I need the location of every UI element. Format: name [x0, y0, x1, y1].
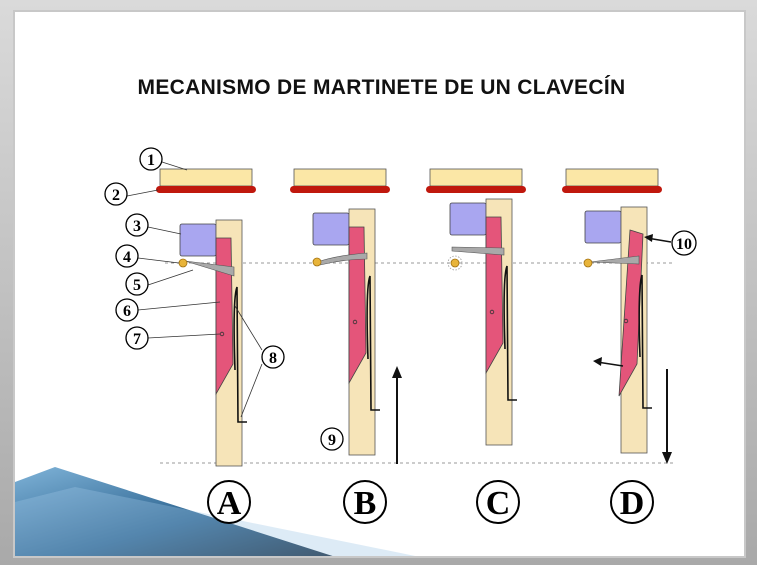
stage-label-c: C: [476, 480, 520, 524]
string-dot: [178, 258, 188, 268]
svg-text:5: 5: [133, 277, 141, 294]
damper-block: [449, 202, 487, 236]
damper-felt: [562, 186, 662, 193]
svg-text:2: 2: [112, 187, 120, 204]
plectrum: [319, 252, 368, 266]
jack-tongue: [215, 237, 234, 396]
stage-c: [426, 168, 526, 446]
pivot: [623, 318, 629, 324]
string-board: [159, 168, 253, 187]
jack-tongue: [485, 216, 504, 375]
callout-1: 1: [139, 147, 163, 171]
damper-felt: [156, 186, 256, 193]
svg-text:6: 6: [123, 303, 131, 320]
stage-label-d: D: [610, 480, 654, 524]
diagram-title: MECANISMO DE MARTINETE DE UN CLAVECÍN: [137, 76, 626, 99]
callout-6: 6: [115, 298, 139, 322]
string-board: [293, 168, 387, 187]
callout-8: 8: [261, 345, 285, 369]
stage-d: [562, 168, 672, 464]
callout-2: 2: [104, 182, 128, 206]
callout-10-arrow-head: [644, 234, 653, 242]
svg-text:B: B: [354, 485, 377, 522]
callout-9: 9: [320, 427, 344, 451]
string-board: [429, 168, 523, 187]
svg-text:C: C: [486, 485, 511, 522]
pivot: [489, 309, 495, 315]
svg-text:8: 8: [269, 350, 277, 367]
svg-text:9: 9: [328, 432, 336, 449]
callout-3: 3: [125, 213, 149, 237]
svg-text:A: A: [217, 485, 242, 522]
down-arrow-head: [662, 452, 672, 464]
plectrum: [451, 246, 505, 256]
damper-block: [312, 212, 350, 246]
plectrum: [184, 260, 235, 277]
damper-felt: [426, 186, 526, 193]
pivot: [352, 319, 358, 325]
up-arrow-head: [392, 366, 402, 378]
corner-ribbon: [15, 467, 416, 556]
svg-text:D: D: [620, 485, 645, 522]
stage-b: [290, 168, 402, 464]
slide: MECANISMO DE MARTINETE DE UN CLAVECÍN: [13, 10, 746, 558]
callout-10: 10: [671, 230, 697, 256]
stage-label-b: B: [343, 480, 387, 524]
string-dot: [312, 257, 322, 267]
callout-7: 7: [125, 326, 149, 350]
spring: [503, 265, 517, 401]
tilt-arrow-head: [593, 357, 602, 366]
damper-felt: [290, 186, 390, 193]
svg-text:3: 3: [133, 218, 141, 235]
jack-tongue: [348, 226, 367, 385]
damper-block: [584, 210, 622, 244]
damper-block: [179, 223, 217, 257]
jack-tongue: [618, 229, 644, 397]
harpsichord-jack-diagram: 1 2 3 4 5 6 7: [15, 147, 697, 556]
spring: [638, 274, 652, 409]
plectrum: [589, 255, 640, 265]
svg-text:7: 7: [133, 331, 141, 348]
string-dot: [583, 258, 593, 268]
stage-label-a: A: [207, 480, 251, 524]
svg-text:10: 10: [676, 236, 692, 253]
string-board: [565, 168, 659, 187]
callout-5: 5: [125, 272, 149, 296]
svg-text:4: 4: [123, 249, 131, 266]
string-vibration: [447, 255, 463, 271]
callout-4: 4: [115, 244, 139, 268]
stage-a: [126, 161, 263, 467]
spring: [233, 286, 247, 423]
svg-text:1: 1: [147, 152, 155, 169]
pivot: [219, 331, 225, 337]
spring: [366, 275, 380, 411]
string-dot: [450, 258, 460, 268]
